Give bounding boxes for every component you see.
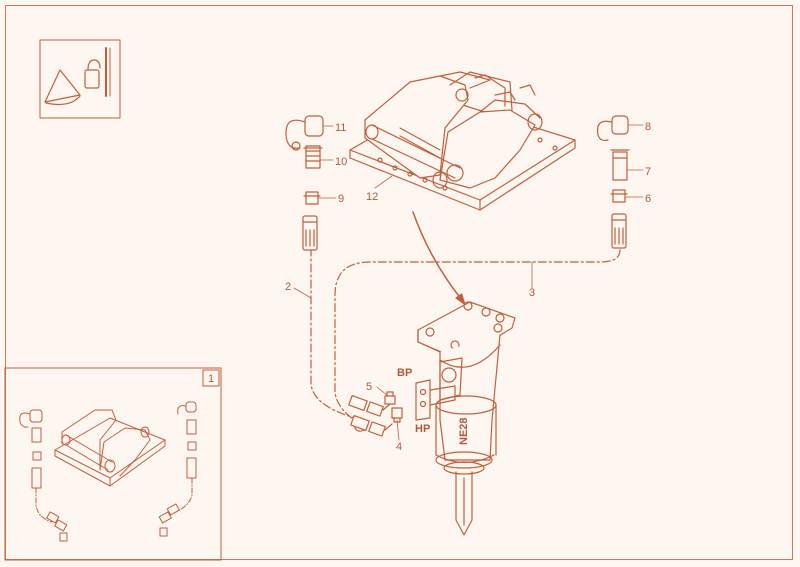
adapter-6[interactable] (610, 189, 628, 203)
port-hp-label: HP (415, 423, 430, 435)
inset-kit-drawing[interactable] (19, 401, 197, 542)
coupling-10[interactable] (303, 145, 323, 169)
callout-12: 12 (366, 191, 378, 203)
callout-6: 6 (645, 193, 651, 205)
callout-2: 2 (285, 281, 291, 293)
assembly-arrow (412, 211, 463, 301)
dust-cap-8[interactable] (596, 115, 629, 142)
callout-9: 9 (338, 193, 344, 205)
callout-4: 4 (396, 441, 402, 453)
arrow-head (455, 293, 466, 306)
callout-10: 10 (335, 156, 347, 168)
callout-11: 11 (335, 122, 346, 134)
hose-end-left[interactable] (302, 215, 318, 251)
coupling-7[interactable] (610, 149, 630, 181)
mounting-bracket-12[interactable] (349, 71, 576, 211)
port-bp-label: BP (397, 367, 412, 379)
hose-3[interactable] (334, 249, 621, 425)
hose-2[interactable] (310, 247, 356, 419)
callout-5: 5 (366, 381, 372, 393)
callout-8: 8 (645, 121, 651, 133)
inset-number-box (202, 369, 220, 387)
hose-elbow-fittings[interactable] (348, 394, 393, 437)
hose-end-right[interactable] (611, 213, 627, 249)
lock-drawing-icon[interactable] (39, 39, 121, 119)
drawing-frame (5, 5, 793, 560)
inset-number: 1 (208, 373, 214, 385)
hydraulic-hammer[interactable] (415, 301, 516, 536)
callout-7: 7 (645, 166, 651, 178)
leader-lines (293, 124, 644, 441)
callout-3: 3 (529, 287, 535, 299)
fitting-5[interactable] (384, 391, 396, 405)
dust-cap-11[interactable] (285, 115, 324, 151)
inset-panel (4, 367, 222, 561)
hammer-model-label: NE28 (458, 417, 470, 445)
